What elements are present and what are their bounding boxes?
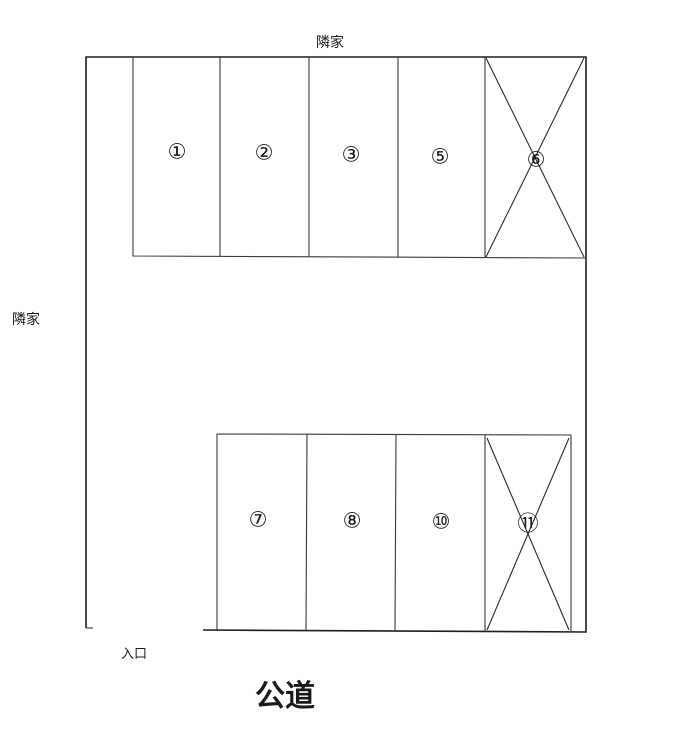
site-boundary [85,56,587,633]
space-number: ⑧ [342,508,362,533]
entrance-label: 入口 [121,647,148,662]
space-number: ① [167,139,187,164]
bottom-row-outline [216,433,572,632]
public-road-label: 公道 [255,679,315,714]
space-number: ⑤ [430,144,450,169]
space-divider [305,433,308,631]
unavailable-cross [485,57,585,258]
bottom-row [216,433,572,632]
space-number: ② [254,140,274,165]
space-number: ⑦ [248,507,268,532]
unavailable-cross [486,437,570,631]
top-row-outline [132,57,587,259]
space-number: ⑥ [526,147,546,172]
neighbor-label-top: 隣家 [316,35,344,51]
space-number: ⑪ [517,511,539,536]
space-number: ③ [341,142,361,167]
space-divider [394,433,397,632]
top-row [132,57,587,259]
space-number: ⑩ [431,509,451,534]
neighbor-label-left: 隣家 [12,312,40,328]
